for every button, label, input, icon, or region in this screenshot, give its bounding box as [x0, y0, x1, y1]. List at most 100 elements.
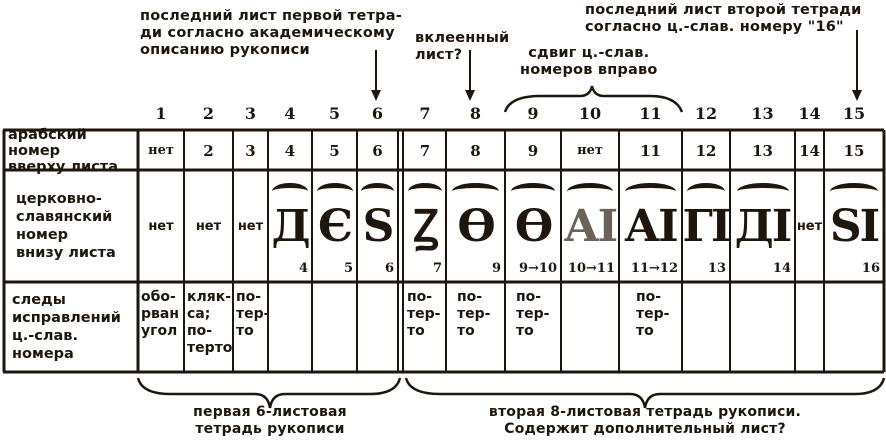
correction-cell: по- тер- то [455, 286, 505, 370]
caption-line: тетрадь рукописи [195, 421, 345, 437]
correction-line: терто [187, 340, 233, 356]
slavonic-numeral-glyph: Ѕ [362, 201, 395, 252]
arabic-cell: 7 [419, 141, 431, 160]
annotation-line: согласно ц.-слав. номеру "16" [585, 19, 844, 35]
correction-cell: по- тер- то [234, 286, 270, 370]
slavonic-value: 6 [384, 261, 394, 276]
slavonic-numeral-glyph: АI [624, 201, 678, 252]
slavonic-value: 14 [772, 261, 791, 276]
none-text: нет [148, 219, 174, 234]
annotation-line: ди согласно академическому [140, 25, 395, 41]
correction-line: по- [516, 289, 542, 305]
slavonic-value: 9 [491, 261, 501, 276]
slavonic-cell: ГI 13 [682, 171, 732, 282]
column-number: 12 [694, 104, 718, 123]
arabic-cell: 6 [372, 141, 383, 160]
correction-line: то [457, 323, 475, 339]
slavonic-cell: ЅI 16 [824, 171, 884, 282]
arabic-cell: 14 [799, 141, 820, 160]
arabic-cell: 12 [695, 141, 717, 160]
caption-line: первая 6-листовая [193, 404, 347, 420]
annotation-line: последний лист первой тетра- [140, 8, 402, 24]
slavonic-numeral-glyph: ДI [734, 201, 793, 252]
arabic-cell: 5 [329, 141, 340, 160]
correction-cell: по- тер- то [514, 286, 561, 370]
slavonic-numeral-glyph: Ѳ [514, 201, 553, 252]
row-label-line: арабский номер [8, 127, 87, 159]
annotation-line: последний лист второй тетради [585, 2, 862, 18]
slavonic-cell: нет [184, 171, 233, 282]
slavonic-value: 10→11 [567, 261, 615, 276]
slavonic-numeral-glyph: Ꙁ [413, 201, 438, 252]
row-label-line: номер [16, 227, 69, 243]
column-number: 5 [328, 104, 341, 123]
annotation-line: вклеенный [415, 30, 510, 46]
row-label-line: вверху листа [8, 159, 118, 175]
slavonic-numeral-glyph: АI [563, 201, 618, 252]
slavonic-value: 4 [298, 261, 308, 276]
arabic-cell: 11 [640, 141, 661, 160]
annotation-line: сдвиг ц.-слав. [528, 45, 650, 61]
titlo-mark [686, 183, 726, 200]
annotation-first-quire-last-leaf: последний лист первой тетра- ди согласно… [140, 8, 402, 59]
annotation-line: номеров вправо [520, 62, 658, 78]
correction-line: тер- [457, 306, 491, 322]
row-label-line: церковно- [16, 191, 102, 207]
correction-cell: по- тер- то [405, 286, 446, 370]
column-number: 6 [371, 104, 384, 123]
column-number: 7 [419, 104, 431, 123]
correction-line: кляк- [187, 289, 232, 305]
correction-line: по- [236, 289, 262, 305]
slavonic-numeral-glyph: Є [318, 201, 353, 252]
annotation-line: лист? [415, 47, 463, 63]
correction-line: угол [141, 323, 178, 339]
slavonic-value: 16 [861, 261, 880, 276]
arabic-cell: 3 [245, 141, 256, 160]
row-label-line: номера [12, 346, 74, 362]
correction-line: обо- [141, 289, 176, 305]
correction-line: тер- [236, 306, 270, 322]
slavonic-cell: нет [795, 171, 824, 282]
titlo-mark [736, 183, 789, 200]
titlo-mark [451, 183, 500, 200]
slavonic-cell: Ꙁ 7 [404, 171, 446, 282]
slavonic-numeral-glyph: ГI [682, 201, 732, 252]
second-quire-caption: вторая 8-листовая тетрадь рукописи. Соде… [480, 404, 810, 438]
slavonic-value: 9→10 [518, 261, 557, 276]
column-number: 11 [639, 104, 662, 123]
row-label-corrections: следы исправлений ц.-слав. номера [12, 284, 136, 370]
slavonic-cell: Ѳ 9→10 [505, 171, 561, 282]
column-number: 9 [527, 104, 539, 123]
arabic-cell: 2 [203, 141, 214, 160]
correction-line: рван [141, 306, 180, 322]
column-number: 3 [244, 104, 257, 123]
slavonic-cell: нет [138, 171, 184, 282]
correction-line: по- [407, 289, 433, 305]
titlo-mark [625, 183, 676, 200]
annotation-shift-numbers: сдвиг ц.-слав. номеров вправо [520, 45, 658, 79]
titlo-mark [361, 183, 394, 200]
row-label-arabic: арабский номер вверху листа [8, 127, 136, 175]
slavonic-cell: Ѳ 9 [446, 171, 505, 282]
arabic-cell: нет [577, 143, 603, 158]
slavonic-value: 11→12 [630, 261, 678, 276]
annotation-line: описанию рукописи [140, 42, 310, 58]
slavonic-cell: Ѕ 6 [357, 171, 398, 282]
column-number: 13 [751, 104, 774, 123]
correction-cell: обо- рван угол [139, 286, 184, 370]
titlo-mark [316, 183, 353, 200]
correction-line: то [407, 323, 425, 339]
caption-line: вторая 8-листовая тетрадь рукописи. [488, 404, 802, 420]
slavonic-cell: ДI 14 [730, 171, 795, 282]
column-number: 1 [155, 104, 167, 123]
column-number: 15 [842, 104, 866, 123]
correction-line: то [236, 323, 254, 339]
titlo-mark [408, 183, 442, 200]
titlo-mark [272, 183, 308, 200]
column-number: 4 [284, 104, 296, 123]
arabic-cell: 15 [843, 141, 865, 160]
correction-line: то [516, 323, 534, 339]
correction-cell: кляк- са; по- терто [185, 286, 233, 370]
arabic-cell: 9 [527, 141, 539, 160]
first-quire-caption: первая 6-листовая тетрадь рукописи [180, 404, 360, 438]
